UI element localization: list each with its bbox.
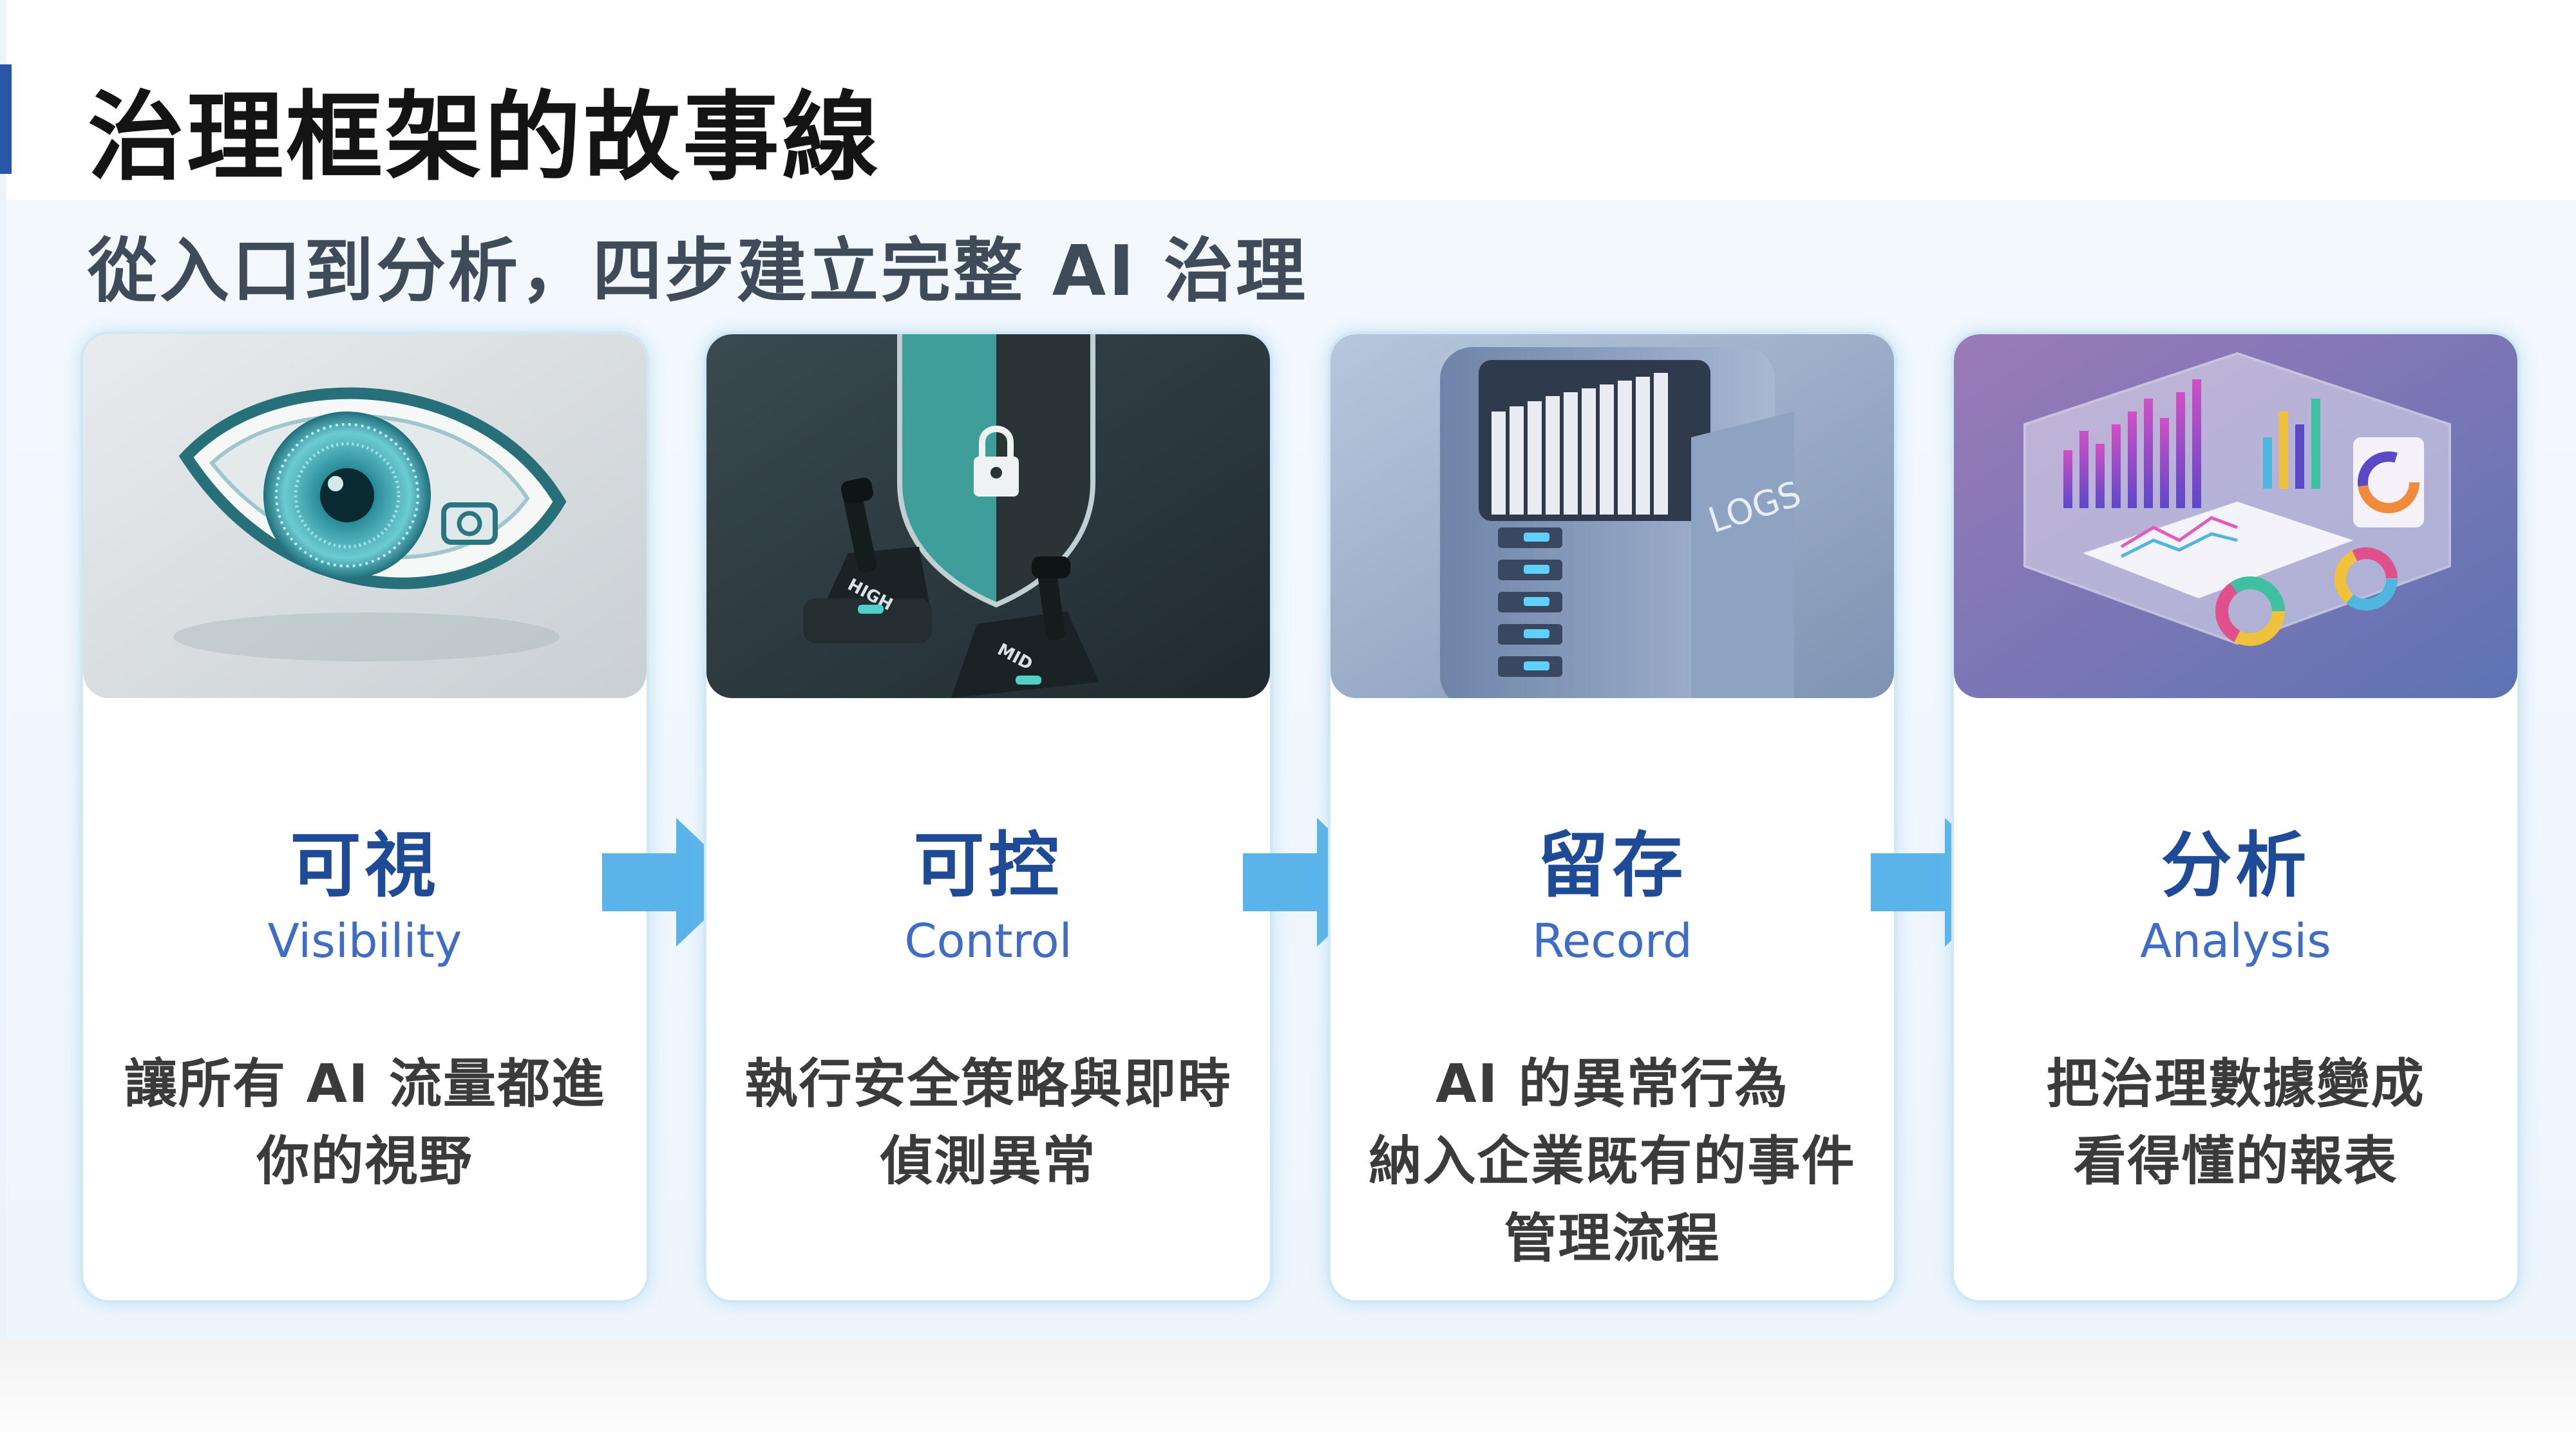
step-card-analysis: 分析 Analysis 把治理數據變成 看得懂的報表 <box>1951 332 2520 1303</box>
step-description-line: 把治理數據變成 <box>2046 1054 2425 1115</box>
step-card-record: LOGS 留存 Record AI 的異常行為 納入企業既有的事件 管理流程 <box>1328 332 1897 1303</box>
eye-icon <box>83 334 647 698</box>
step-image-control: HIGH MID <box>706 334 1270 698</box>
step-subtitle: Record <box>1532 914 1692 968</box>
step-title: 可視 <box>290 824 440 907</box>
step-card-control: HIGH MID 可控 Control 執行安全策略與即時 偵測異常 <box>704 332 1273 1303</box>
step-image-visibility <box>83 334 647 698</box>
step-card-visibility: 可視 Visibility 讓所有 AI 流量都進 你的視野 <box>80 332 649 1303</box>
left-strip <box>0 0 6 1346</box>
step-image-analysis <box>1954 334 2517 698</box>
title-accent-bar <box>0 64 12 174</box>
step-description-line: 納入企業既有的事件 <box>1368 1131 1856 1192</box>
server-logs-icon: LOGS <box>1331 334 1894 698</box>
step-title: 留存 <box>1537 824 1687 907</box>
step-subtitle: Analysis <box>2140 914 2331 968</box>
page-title: 治理框架的故事線 <box>88 82 882 194</box>
step-description: 執行安全策略與即時 偵測異常 <box>732 1046 1244 1200</box>
step-description-line: 你的視野 <box>256 1131 473 1192</box>
step-subtitle: Control <box>904 914 1072 968</box>
step-description-line: 看得懂的報表 <box>2073 1131 2398 1192</box>
dashboard-chart-icon <box>1954 334 2517 698</box>
shield-lock-icon: HIGH MID <box>706 334 1270 698</box>
step-description: AI 的異常行為 納入企業既有的事件 管理流程 <box>1356 1046 1868 1278</box>
step-subtitle: Visibility <box>267 914 462 968</box>
step-image-record: LOGS <box>1331 334 1894 698</box>
page-subtitle: 從入口到分析，四步建立完整 AI 治理 <box>88 231 1308 312</box>
step-description-line: 執行安全策略與即時 <box>744 1054 1232 1115</box>
step-title: 可控 <box>913 824 1063 907</box>
step-description-line: 管理流程 <box>1504 1208 1721 1269</box>
step-description: 把治理數據變成 看得懂的報表 <box>1980 1046 2492 1200</box>
step-title: 分析 <box>2161 824 2311 907</box>
step-description-line: 讓所有 AI 流量都進 <box>124 1054 606 1115</box>
step-description: 讓所有 AI 流量都進 你的視野 <box>109 1046 621 1200</box>
step-description-line: AI 的異常行為 <box>1435 1054 1789 1115</box>
footer-fade <box>0 1340 2576 1449</box>
step-description-line: 偵測異常 <box>880 1131 1097 1192</box>
